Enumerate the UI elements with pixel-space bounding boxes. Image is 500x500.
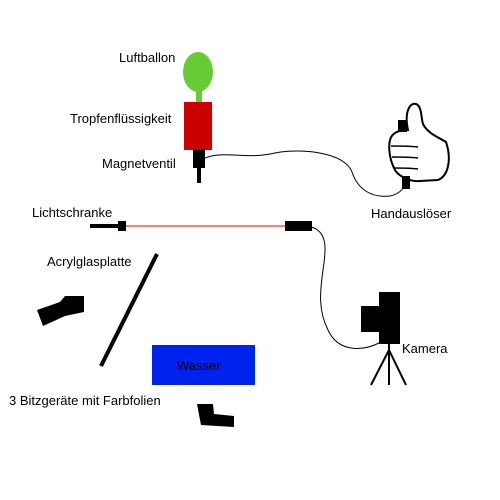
thumbs-up-hand-icon xyxy=(388,102,450,189)
label-liquid: Tropfenflüssigkeit xyxy=(70,111,172,126)
acrylic-plate xyxy=(99,253,159,367)
flash-icon xyxy=(197,404,234,427)
camera-on-tripod-icon xyxy=(361,292,407,386)
balloon xyxy=(183,52,213,92)
label-flashes: 3 Bitzgeräte mit Farbfolien xyxy=(9,393,161,408)
water-basin xyxy=(152,345,255,385)
release-cable xyxy=(204,150,407,197)
label-water: Wasser xyxy=(177,358,221,373)
valve-nozzle xyxy=(197,167,201,183)
label-valve: Magnetventil xyxy=(102,156,176,171)
label-acrylic: Acrylglasplatte xyxy=(47,254,132,269)
camera-cable xyxy=(310,226,382,349)
light-barrier-emitter xyxy=(90,221,126,231)
light-barrier-receiver xyxy=(285,221,312,231)
label-camera: Kamera xyxy=(402,341,448,356)
label-release: Handauslöser xyxy=(371,206,452,221)
balloon-neck xyxy=(196,91,202,102)
label-balloon: Luftballon xyxy=(119,50,175,65)
solenoid-valve xyxy=(193,150,205,168)
flash-icon xyxy=(37,296,84,326)
liquid-container xyxy=(184,102,212,150)
label-light-barrier: Lichtschranke xyxy=(32,205,112,220)
